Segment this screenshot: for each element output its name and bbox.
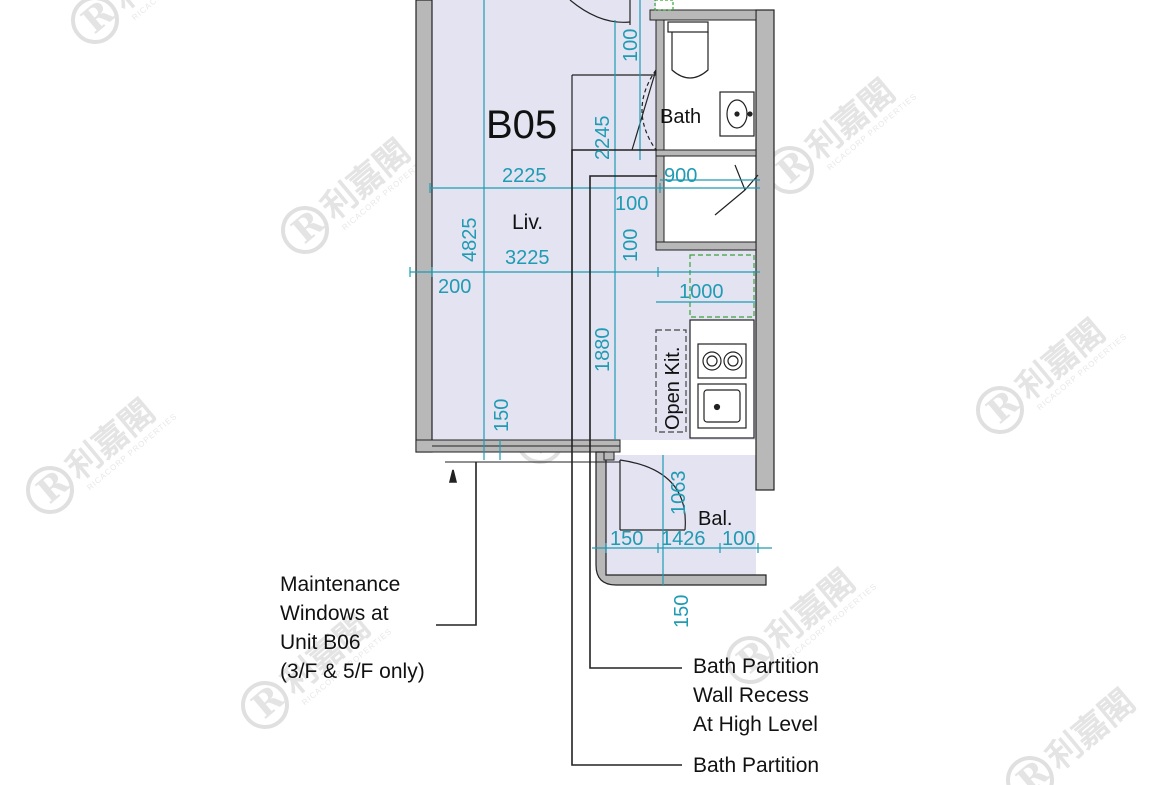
dim-3225: 3225 (505, 247, 550, 269)
svg-text:利嘉閣: 利嘉閣 (1039, 682, 1143, 778)
dimension-lines (409, 0, 772, 585)
note-bath-partition: Bath Partition (693, 754, 819, 777)
wall-shower-left (655, 155, 665, 251)
dim-1063: 1063 (668, 471, 690, 516)
kitchen-counter (689, 319, 755, 439)
watermark-logo: R 利嘉閣 RICACORP PROPERTIES (976, 312, 1129, 434)
svg-text:Wall Recess: Wall Recess (693, 684, 809, 707)
svg-text:RICACORP PROPERTIES: RICACORP PROPERTIES (130, 0, 224, 22)
dim-150-left: 150 (491, 399, 513, 432)
appliance-space (689, 254, 755, 318)
dim-2225: 2225 (502, 165, 547, 187)
fixtures (654, 0, 759, 439)
room-label-bath: Bath (660, 106, 701, 128)
wash-basin (719, 91, 755, 137)
unit-label: B05 (486, 103, 557, 147)
room-label-open-kitchen: Open Kit. (662, 347, 684, 430)
room-label-living: Liv. (512, 211, 543, 234)
room-label-balcony: Bal. (698, 508, 732, 530)
note-maintenance-windows: Maintenance Windows at Unit B06 (3/F & 5… (280, 573, 425, 683)
leader-lines (436, 149, 682, 766)
svg-text:Windows at: Windows at (280, 602, 389, 625)
bath-door-leaf (631, 69, 657, 151)
balcony-door-swing (619, 459, 686, 531)
svg-text:Unit B06: Unit B06 (280, 631, 361, 654)
dim-100-b: 100 (620, 229, 642, 262)
wall-right (755, 9, 775, 491)
dim-4825: 4825 (459, 218, 481, 263)
doors (569, 0, 686, 531)
hob (697, 343, 747, 379)
dim-1880: 1880 (592, 328, 614, 373)
dim-200: 200 (438, 276, 471, 298)
shower-drain (714, 164, 759, 216)
watermark-logo: R 利嘉閣 RICACORP PROPERTIES (281, 132, 434, 254)
balcony-outline (595, 451, 767, 586)
kitchen-sink (697, 383, 747, 429)
svg-text:At High Level: At High Level (693, 713, 818, 736)
svg-text:Bath Partition: Bath Partition (693, 655, 819, 678)
watermark-logo: R 利嘉閣 RICACORP PROPERTIES (766, 72, 919, 194)
dim-100-a: 100 (615, 193, 648, 215)
svg-text:(3/F & 5/F only): (3/F & 5/F only) (280, 660, 425, 683)
wall-bath-mid (655, 149, 757, 157)
leader-recess (589, 175, 682, 669)
leader-maintenance (436, 462, 477, 626)
wall-top-stub (649, 9, 757, 21)
watermark-logo: R 利嘉閣 RICACORP PROPERTIES (26, 392, 179, 514)
dim-150-bal: 150 (610, 528, 643, 550)
wall-left (415, 0, 433, 453)
wall-bath-left (655, 19, 665, 151)
svg-text:Maintenance: Maintenance (280, 573, 400, 596)
watermark-logo: R 利嘉閣 RICACORP PROPERTIES (71, 0, 224, 44)
leader-partition (571, 149, 682, 766)
toilet-bowl (671, 32, 709, 79)
door-swing-top (569, 0, 631, 23)
dim-1000: 1000 (679, 281, 724, 303)
toilet-tank (667, 21, 709, 33)
note-wall-recess: Bath Partition Wall Recess At High Level (693, 655, 819, 736)
dim-900: 900 (664, 165, 697, 187)
watermark-logo: R 利嘉閣 (1006, 682, 1143, 785)
dim-100-top: 100 (620, 29, 642, 62)
dim-2245: 2245 (592, 116, 614, 161)
dim-100-bal: 100 (722, 528, 755, 550)
wall-shower-bottom (655, 241, 757, 251)
dim-150-bottom: 150 (671, 595, 693, 628)
dimension-labels: 100 2245 2225 900 100 100 4825 3225 200 … (438, 29, 755, 628)
dim-1426: 1426 (661, 528, 706, 550)
